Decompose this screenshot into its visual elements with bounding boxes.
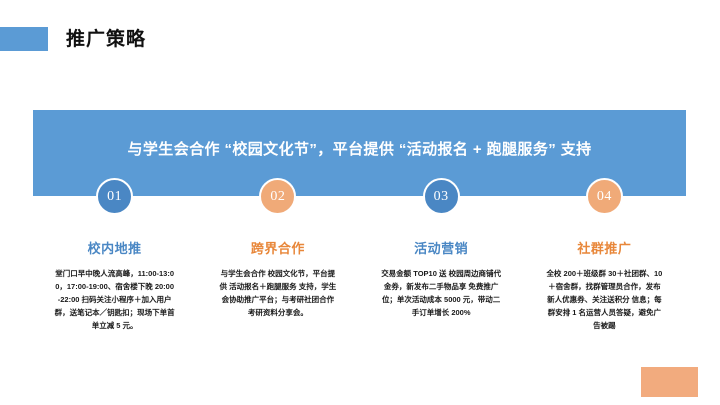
- highlight-banner: 与学生会合作 “校园文化节”，平台提供 “活动报名 + 跑腿服务” 支持: [33, 110, 686, 196]
- step-number-badge-4: 04: [585, 178, 623, 215]
- strategy-heading-1: 校内地推: [87, 241, 142, 256]
- strategy-column-2: 02 跨界合作 与学生会合作 校园文化节，平台提供 活动报名＋跑腿服务 支持，学…: [196, 178, 359, 332]
- strategy-body-2: 与学生会合作 校园文化节，平台提供 活动报名＋跑腿服务 支持，学生会协助推广平台…: [219, 269, 337, 317]
- strategy-column-3: 03 活动营销 交易金额 TOP10 送 校园周边商铺代金券，新发布二手物品享 …: [360, 178, 523, 332]
- strategy-body-1: 堂门口早中晚人流高峰，11:00-13:00，17:00-19:00、宿舍楼下晚…: [54, 269, 175, 330]
- highlight-banner-text: 与学生会合作 “校园文化节”，平台提供 “活动报名 + 跑腿服务” 支持: [127, 141, 592, 158]
- title-accent-bar: [0, 27, 48, 51]
- strategy-columns: 01 校内地推 堂门口早中晚人流高峰，11:00-13:00，17:00-19:…: [33, 178, 686, 332]
- strategy-body-3: 交易金额 TOP10 送 校园周边商铺代金券，新发布二手物品享 免费推广位；单次…: [381, 269, 502, 317]
- step-number-badge-1: 01: [96, 178, 134, 215]
- page-title-text: 推广策略: [66, 28, 147, 50]
- step-number-badge-2: 02: [259, 178, 297, 215]
- strategy-column-1: 01 校内地推 堂门口早中晚人流高峰，11:00-13:00，17:00-19:…: [33, 178, 196, 332]
- strategy-heading-2: 跨界合作: [250, 241, 305, 256]
- step-number-badge-3: 03: [422, 178, 460, 215]
- page-title: 推广策略: [0, 25, 146, 53]
- strategy-heading-3: 活动营销: [414, 241, 469, 256]
- strategy-body-4: 全校 200＋班级群 30＋社团群、10＋宿舍群，找群管理员合作，发布 新人优惠…: [546, 269, 663, 330]
- strategy-heading-4: 社群推广: [577, 241, 632, 256]
- corner-decoration-block: [641, 367, 698, 397]
- strategy-column-4: 04 社群推广 全校 200＋班级群 30＋社团群、10＋宿舍群，找群管理员合作…: [523, 178, 686, 332]
